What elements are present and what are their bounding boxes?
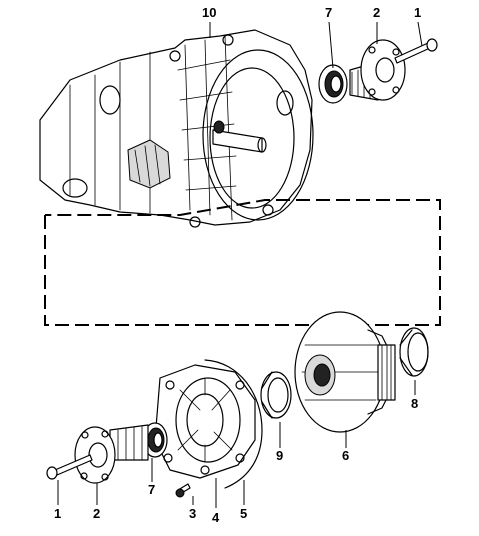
callout-4: 4 xyxy=(212,510,220,525)
callout-7-top: 7 xyxy=(325,5,332,20)
callout-2-bottom: 2 xyxy=(93,506,100,521)
bearing-race-8 xyxy=(399,327,429,377)
callout-8: 8 xyxy=(411,396,418,411)
callout-5: 5 xyxy=(240,506,247,521)
seal-bottom xyxy=(142,422,168,458)
gasket-5 xyxy=(204,359,263,489)
seal-top xyxy=(318,64,348,104)
differential-6 xyxy=(294,311,396,433)
small-bolt-3 xyxy=(175,483,191,498)
bearing-race-9 xyxy=(260,371,292,419)
callout-3: 3 xyxy=(189,506,196,521)
callout-10-top: 10 xyxy=(202,5,216,20)
gearbox-housing xyxy=(39,29,314,228)
callout-1-top: 1 xyxy=(414,5,421,20)
callout-7-bottom: 7 xyxy=(148,482,155,497)
callout-1-bottom: 1 xyxy=(54,506,61,521)
drive-flange-top xyxy=(349,39,406,101)
callout-2-top: 2 xyxy=(373,5,380,20)
leader-lines xyxy=(57,21,423,508)
differential-cover-4 xyxy=(154,364,256,479)
callout-6: 6 xyxy=(342,448,349,463)
drive-flange-bottom xyxy=(74,424,149,484)
dashed-assembly-line xyxy=(44,199,441,326)
bolt-bottom xyxy=(46,454,93,480)
callout-9: 9 xyxy=(276,448,283,463)
bolt-top xyxy=(394,38,438,64)
